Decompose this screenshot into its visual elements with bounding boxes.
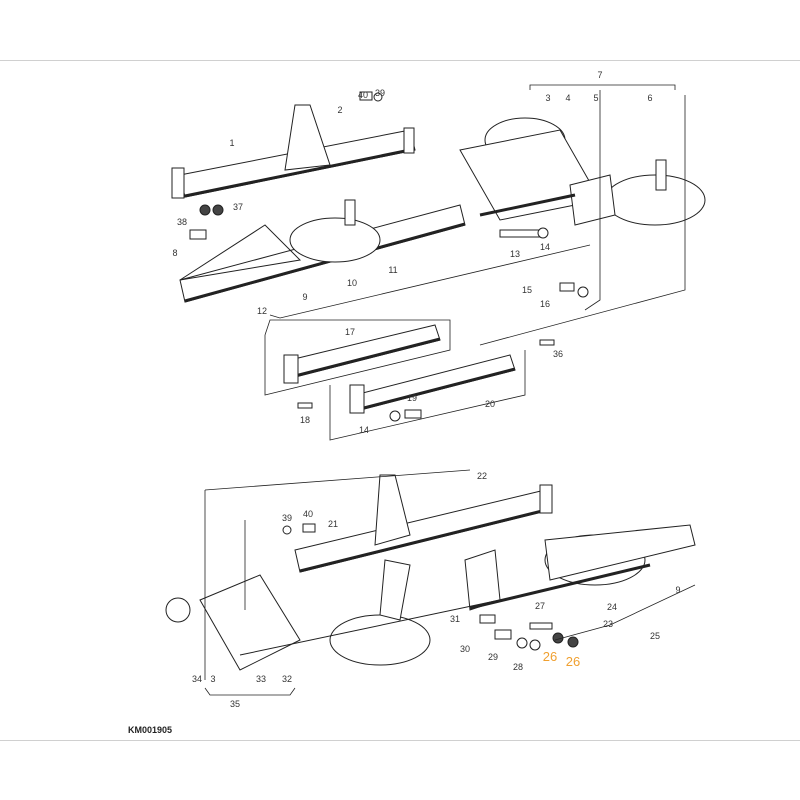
callout-part-12: 12 (257, 306, 267, 316)
callout-part-21: 21 (328, 519, 338, 529)
callout-part-3: 3 (210, 674, 215, 684)
callout-part-18: 18 (300, 415, 310, 425)
callout-part-39: 39 (375, 88, 385, 98)
callout-part-27: 27 (535, 601, 545, 611)
gearbox-part-10 (289, 217, 381, 263)
callout-part-31: 31 (450, 614, 460, 624)
callout-part-36: 36 (553, 349, 563, 359)
callout-part-5: 5 (593, 93, 598, 103)
callout-part-22: 22 (477, 471, 487, 481)
callout-part-28: 28 (513, 662, 523, 672)
callout-part-13: 13 (510, 249, 520, 259)
gearbox-lower-center (329, 614, 431, 666)
callout-part-25: 25 (650, 631, 660, 641)
callout-part-4: 4 (565, 93, 570, 103)
tube-part-22 (294, 489, 551, 573)
callout-part-24: 24 (607, 602, 617, 612)
callout-part-17: 17 (345, 327, 355, 337)
callout-part-35: 35 (230, 699, 240, 709)
flange (171, 167, 185, 199)
callout-part-7: 7 (597, 70, 602, 80)
callout-part-2: 2 (337, 105, 342, 115)
callout-part-26: 26 (543, 649, 557, 664)
callout-part-19: 19 (407, 393, 417, 403)
gearbox-part-35 (199, 574, 301, 671)
callout-part-37: 37 (233, 202, 243, 212)
callout-part-40: 40 (303, 509, 313, 519)
callout-part-10: 10 (347, 278, 357, 288)
tube-part-17 (289, 324, 441, 378)
callout-part-38: 38 (177, 217, 187, 227)
callout-part-9: 9 (675, 585, 680, 595)
drawing-number: KM001905 (128, 725, 173, 735)
callout-part-40: 40 (358, 90, 368, 100)
callout-part-33: 33 (256, 674, 266, 684)
callout-part-32: 32 (282, 674, 292, 684)
callout-part-1: 1 (229, 138, 234, 148)
callout-part-16: 16 (540, 299, 550, 309)
callout-part-9: 9 (302, 292, 307, 302)
callout-part-14: 14 (540, 242, 550, 252)
callout-part-6: 6 (647, 93, 652, 103)
callout-part-39: 39 (282, 513, 292, 523)
callout-part-26: 26 (566, 654, 580, 669)
bottom-divider (0, 740, 800, 741)
callout-part-8: 8 (172, 248, 177, 258)
callout-part-29: 29 (488, 652, 498, 662)
callout-part-3: 3 (545, 93, 550, 103)
callout-part-14: 14 (359, 425, 369, 435)
callout-part-11: 11 (388, 265, 397, 275)
triangle-frame (179, 224, 302, 281)
top-divider (0, 60, 800, 61)
callout-part-23: 23 (603, 619, 613, 629)
callout-part-34: 34 (192, 674, 202, 684)
callout-part-20: 20 (485, 399, 495, 409)
bracket-stand (284, 104, 331, 171)
callout-part-15: 15 (522, 285, 532, 295)
bracket-stand-lower (374, 474, 411, 546)
callout-part-30: 30 (460, 644, 470, 654)
gearbox-part-6 (604, 174, 706, 226)
